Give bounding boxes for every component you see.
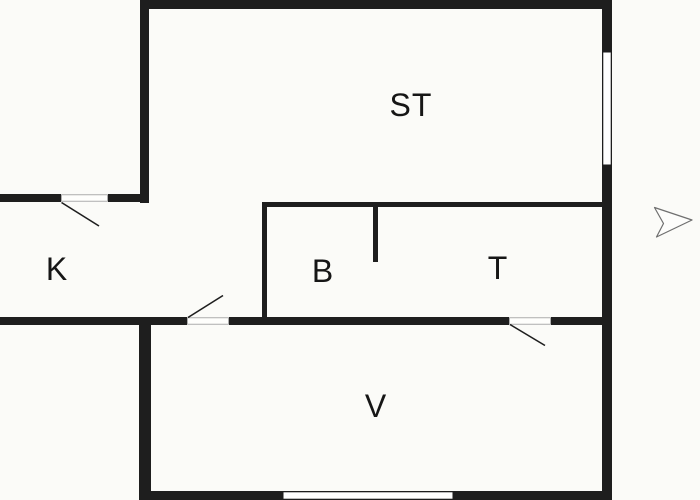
room-label-k: K (46, 251, 68, 287)
wall-right (602, 0, 612, 500)
wall-st-left (140, 0, 149, 203)
door-threshold-k (61, 194, 108, 202)
door-threshold-t-v (509, 317, 551, 325)
room-label-b: B (312, 253, 334, 289)
wall-mid-center-segment (229, 317, 509, 325)
door-swing-t-v (509, 323, 546, 347)
wall-bt-top (262, 202, 607, 207)
wall-mid-right-segment (551, 317, 612, 325)
room-label-t: T (488, 250, 509, 286)
wall-k-top-right-segment (108, 194, 149, 202)
room-label-st: ST (390, 87, 433, 123)
door-threshold-hall-v (187, 317, 229, 325)
direction-arrow-icon (653, 206, 693, 238)
room-label-v: V (365, 388, 387, 424)
wall-v-left (139, 317, 151, 500)
wall-mid-left-segment (0, 317, 187, 325)
wall-k-top-left-segment (0, 194, 61, 202)
window-bottom-wall (282, 491, 454, 500)
wall-b-left (262, 202, 267, 322)
wall-top (140, 0, 612, 9)
window-right-wall (602, 51, 612, 166)
door-swing-k (61, 201, 100, 227)
door-swing-hall-v (187, 294, 224, 319)
wall-bt-divider-stub (373, 202, 378, 262)
